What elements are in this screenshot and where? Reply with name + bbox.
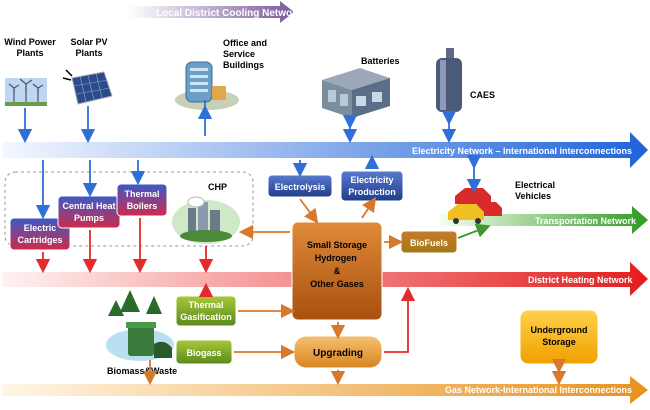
heating-network-label: District Heating Network bbox=[528, 275, 634, 285]
wind-turbine-icon bbox=[5, 78, 47, 106]
electricity-network-band: Electricity Network – International inte… bbox=[2, 132, 648, 168]
chp-label: CHP bbox=[208, 182, 227, 192]
svg-text:BioFuels: BioFuels bbox=[410, 238, 448, 248]
heat-group-frame bbox=[4, 171, 254, 247]
cooling-network-band: Local District Cooling Network bbox=[128, 1, 302, 23]
batteries-building-icon bbox=[322, 68, 390, 118]
upgrading-box: Upgrading bbox=[293, 335, 383, 369]
biomass-waste-icon bbox=[106, 290, 174, 361]
biofuels-box: BioFuels bbox=[400, 230, 458, 254]
caes-label: CAES bbox=[470, 90, 495, 100]
svg-text:Electrolysis: Electrolysis bbox=[275, 182, 326, 192]
svg-text:Biogass: Biogass bbox=[186, 348, 221, 358]
batteries-label: Batteries bbox=[361, 56, 400, 66]
biomass-label: Biomass&Waste bbox=[107, 366, 177, 376]
solar-panel-icon bbox=[62, 69, 113, 105]
gas-network-label: Gas Network-International Interconnectio… bbox=[445, 385, 632, 395]
electricity-network-label: Electricity Network – International inte… bbox=[412, 146, 632, 156]
transportation-network-label: Transportation Network bbox=[535, 216, 637, 226]
chp-plant-icon bbox=[172, 196, 240, 244]
caes-tank-icon bbox=[436, 48, 462, 112]
gas-arrows bbox=[142, 197, 567, 386]
cooling-network-label: Local District Cooling Network bbox=[156, 8, 302, 19]
office-building-icon bbox=[175, 61, 239, 110]
electric-vehicles-icon bbox=[448, 188, 502, 224]
transportation-network-band: Transportation Network bbox=[440, 206, 648, 234]
transport-arrows bbox=[457, 223, 491, 239]
gas-network-band: Gas Network-International Interconnectio… bbox=[2, 376, 648, 404]
electrolysis-box: Electrolysis bbox=[267, 174, 333, 198]
svg-text:Upgrading: Upgrading bbox=[313, 348, 363, 359]
biogass-box: Biogass bbox=[175, 339, 233, 365]
electricity-arrows bbox=[17, 100, 482, 220]
heat-arrows bbox=[35, 218, 416, 353]
